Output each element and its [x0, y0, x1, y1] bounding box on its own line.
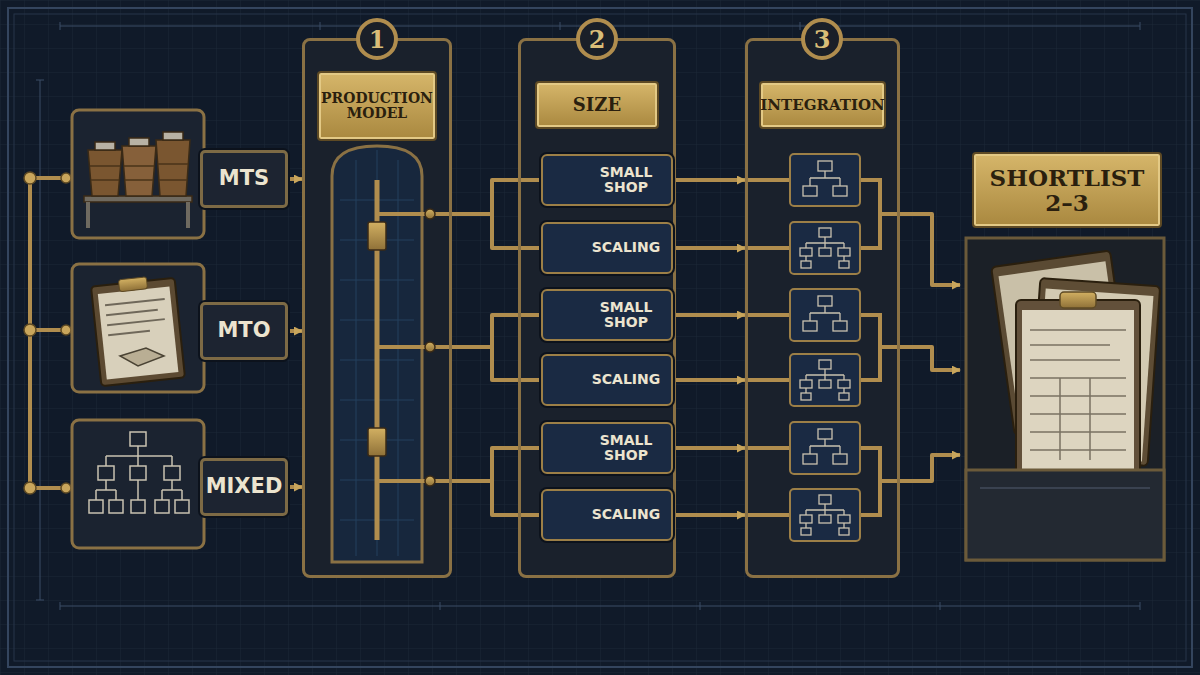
model-label: MIXED: [200, 458, 288, 516]
size-option: SCALING: [541, 222, 673, 274]
decor-stroke: [801, 393, 811, 400]
decor-stroke: [803, 296, 847, 331]
size-option: SCALING: [541, 489, 673, 541]
integration-icon-box: [790, 422, 860, 474]
pipe-connector: [452, 180, 541, 214]
pipe-connector: [900, 347, 960, 370]
heading-plaque: SIZE: [535, 81, 659, 129]
node-text: SCALING: [583, 356, 669, 404]
decor-stroke: [800, 380, 812, 388]
pipe-connector: [900, 214, 960, 285]
decor-stroke: [810, 439, 840, 454]
decor-stroke: [806, 237, 844, 248]
decor-stroke: [803, 186, 817, 196]
pipe-connector: [673, 313, 745, 317]
node-text: SMALL SHOP: [583, 424, 669, 472]
pipe-connector: [288, 485, 302, 489]
integration-icon-box: [790, 489, 860, 541]
size-option: SMALL SHOP: [541, 154, 673, 206]
integration-icon-box: [790, 154, 860, 206]
size-option: SMALL SHOP: [541, 422, 673, 474]
stage-column: SIZE SMALL SHOP SCALING SMALL SHOP SCALING SM…: [518, 38, 676, 578]
pipe-connector: [452, 347, 541, 380]
decor-stroke: [833, 186, 847, 196]
integration-icon-box: [790, 222, 860, 274]
integration-icon-box: [790, 289, 860, 341]
decor-stroke: [839, 393, 849, 400]
pipe-connector: [288, 177, 302, 181]
pipe-connector: [673, 246, 745, 250]
decor-stroke: [819, 248, 831, 256]
decor-stroke: [833, 454, 847, 464]
pipe-connector: [452, 315, 541, 347]
pipe-connector: [673, 378, 745, 382]
pipe-connector: [900, 455, 960, 481]
heading-plaque: SHORTLIST 2–3: [972, 152, 1162, 228]
pipe-connector: [452, 481, 541, 515]
heading-plaque: PRODUCTION MODEL: [317, 71, 437, 141]
integration-icon-box: [790, 354, 860, 406]
pipe-connector: [673, 178, 745, 182]
decor-stroke: [819, 515, 831, 523]
node-text: MIXED: [203, 461, 285, 513]
decor-stroke: [801, 528, 811, 535]
callout-number: 1: [356, 18, 398, 60]
decor-stroke: [806, 369, 844, 380]
decor-stroke: [838, 380, 850, 388]
decor-stroke: [806, 256, 844, 261]
decor-stroke: [801, 261, 811, 268]
decor-stroke: [839, 528, 849, 535]
decor-stroke: [803, 429, 847, 464]
node-text: SCALING: [583, 491, 669, 539]
stage-column: PRODUCTION MODEL: [302, 38, 452, 578]
decor-stroke: [819, 495, 831, 504]
stage-column: INTEGRATION: [745, 38, 900, 578]
decor-stroke: [818, 296, 832, 306]
callout-number: 2: [576, 18, 618, 60]
callout-number: 3: [801, 18, 843, 60]
pipe-connector: [673, 446, 745, 450]
decor-stroke: [803, 321, 817, 331]
node-text: SCALING: [583, 224, 669, 272]
decor-stroke: [818, 429, 832, 439]
pipe-connector: [288, 329, 302, 333]
node-text: MTO: [203, 305, 285, 357]
decor-stroke: [806, 388, 844, 393]
decor-stroke: [819, 228, 831, 237]
heading-plaque: INTEGRATION: [759, 81, 886, 129]
pipe-connector: [673, 513, 745, 517]
node-text: SMALL SHOP: [583, 291, 669, 339]
model-label: MTS: [200, 150, 288, 208]
decor-stroke: [800, 360, 850, 400]
decor-stroke: [838, 515, 850, 523]
decor-stroke: [800, 515, 812, 523]
pipe-connector: [452, 214, 541, 248]
decor-stroke: [819, 360, 831, 369]
node-text: SMALL SHOP: [583, 156, 669, 204]
decor-stroke: [800, 495, 850, 535]
decor-stroke: [839, 261, 849, 268]
decor-stroke: [833, 321, 847, 331]
decor-stroke: [803, 454, 817, 464]
decor-stroke: [810, 171, 840, 186]
decor-stroke: [838, 248, 850, 256]
decor-stroke: [819, 380, 831, 388]
decor-stroke: [800, 248, 812, 256]
decor-stroke: [800, 228, 850, 268]
size-option: SCALING: [541, 354, 673, 406]
pipe-connector: [452, 448, 541, 481]
size-option: SMALL SHOP: [541, 289, 673, 341]
model-label: MTO: [200, 302, 288, 360]
decor-stroke: [818, 161, 832, 171]
shortlist-tray: SHORTLIST 2–3: [960, 150, 1170, 568]
decor-stroke: [806, 523, 844, 528]
node-text: MTS: [203, 153, 285, 205]
decor-stroke: [810, 306, 840, 321]
decor-stroke: [806, 504, 844, 515]
decor-stroke: [803, 161, 847, 196]
